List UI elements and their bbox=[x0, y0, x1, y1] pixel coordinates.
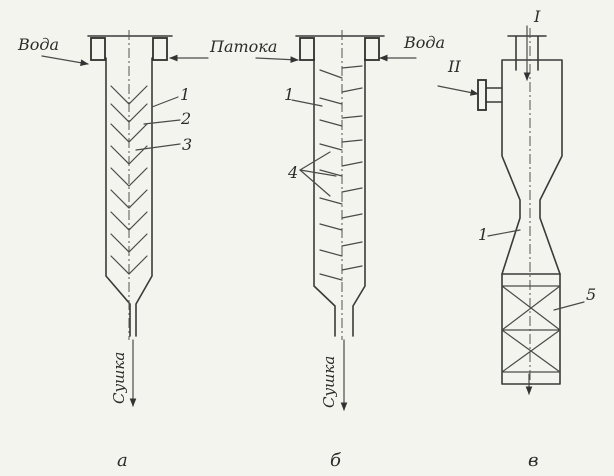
callout-2-a: 2 bbox=[180, 109, 191, 128]
static-mixer-elements-v bbox=[501, 285, 561, 373]
chevron-baffles-a bbox=[110, 85, 148, 275]
panel-v: I II 1 5 в bbox=[437, 7, 596, 471]
water-label-b: Вода bbox=[403, 33, 445, 52]
caption-b: б bbox=[330, 450, 342, 471]
callout-1-v: 1 bbox=[478, 225, 488, 244]
panel-a: Вода 1 2 3 Сушка а bbox=[17, 30, 209, 471]
molasses-inlet-flange-b bbox=[299, 37, 315, 61]
molasses-label-b: Патока bbox=[209, 37, 277, 56]
callout-1-a: 1 bbox=[180, 85, 190, 104]
panel-b: Патока Вода 1 4 Сушка б bbox=[209, 30, 445, 471]
right-inlet-flange-a bbox=[152, 37, 168, 61]
callout-4-b: 4 bbox=[287, 163, 298, 182]
outlet-label-b: Сушка bbox=[320, 356, 338, 408]
water-arrow-a bbox=[41, 55, 89, 67]
water-label-a: Вода bbox=[17, 35, 59, 54]
column-b-body bbox=[295, 30, 385, 340]
side-inlet-flange-v bbox=[477, 79, 487, 111]
column-a-body bbox=[87, 30, 173, 340]
outlet-label-a: Сушка bbox=[110, 352, 128, 404]
callout-1-b: 1 bbox=[284, 85, 294, 104]
inlet-arrow-II bbox=[437, 85, 479, 96]
water-inlet-flange-b bbox=[364, 37, 380, 61]
caption-v: в bbox=[528, 450, 538, 471]
water-inlet-flange-a bbox=[90, 37, 106, 61]
callout-3-a: 3 bbox=[182, 135, 192, 154]
callout-5-v: 5 bbox=[586, 285, 596, 304]
inlet-label-II: II bbox=[447, 57, 461, 76]
inclined-shelves-b bbox=[319, 65, 363, 281]
inlet-label-I: I bbox=[533, 7, 541, 26]
molasses-arrow-b bbox=[255, 56, 299, 63]
caption-a: а bbox=[117, 450, 128, 471]
